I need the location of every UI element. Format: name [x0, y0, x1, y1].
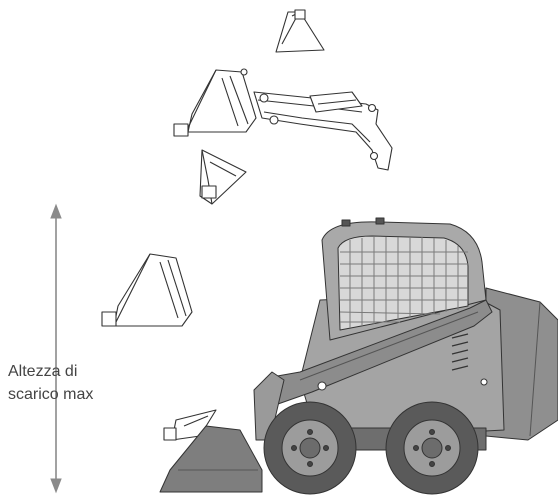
bucket-outline-low: [163, 409, 217, 441]
loader-arm-raised-outline: [173, 68, 393, 171]
bucket-outline-dumping: [199, 149, 247, 205]
dump-height-dimension-arrow: [50, 203, 62, 494]
bucket-outline-top: [275, 9, 325, 53]
dump-height-label-line1: Altezza di: [8, 363, 78, 380]
dump-height-label-line2: scarico max: [8, 386, 94, 403]
rear-tire: [385, 401, 479, 495]
skid-steer-loader: [159, 217, 558, 495]
front-tire: [263, 401, 357, 495]
bucket-outline-middle: [101, 253, 193, 327]
